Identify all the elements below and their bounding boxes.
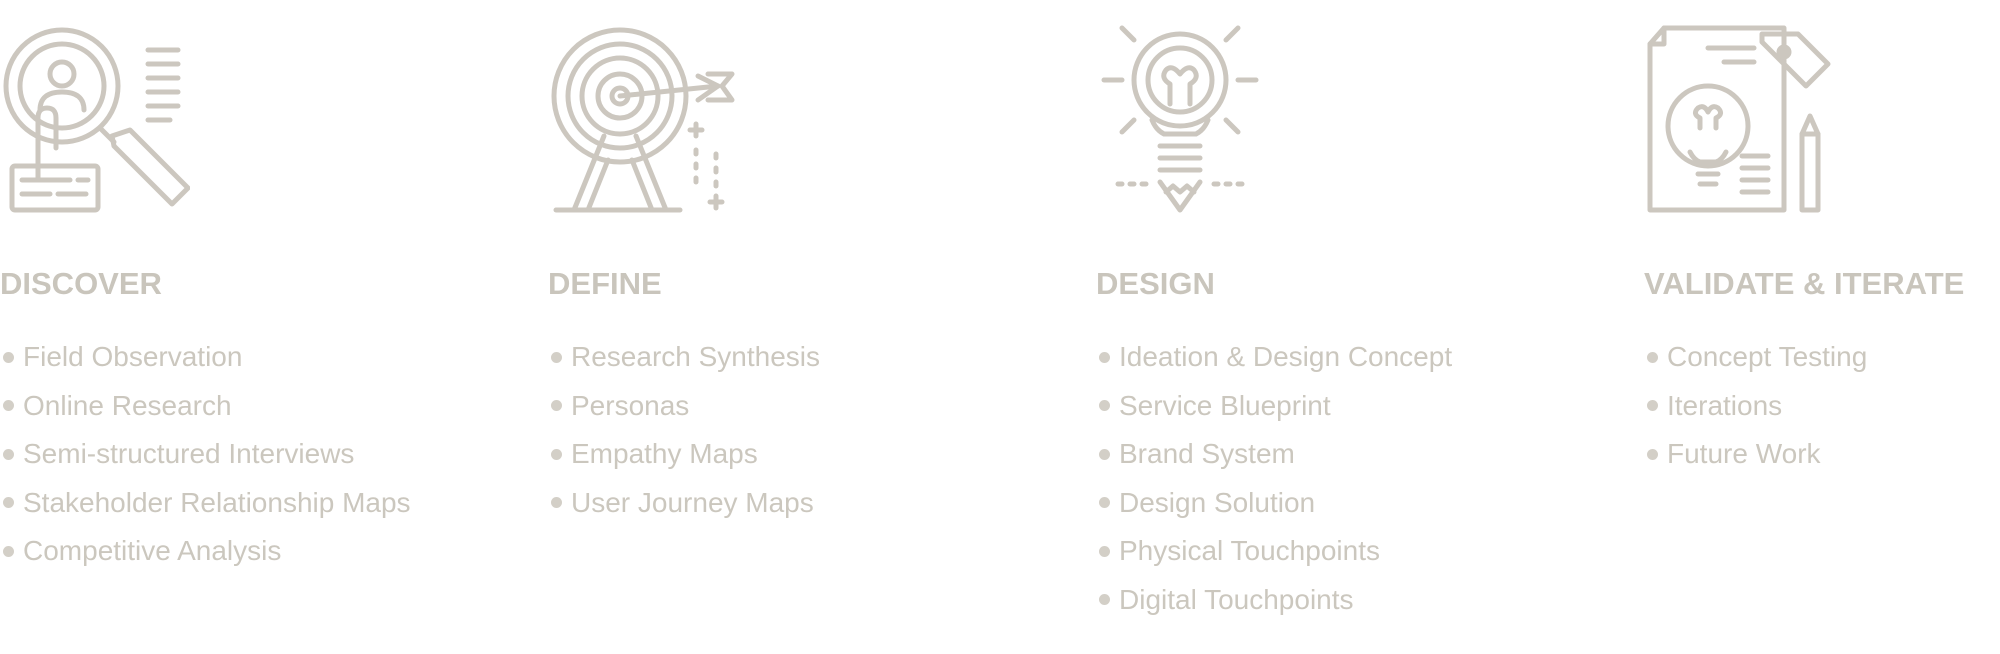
- list-item-label: Digital Touchpoints: [1119, 583, 1354, 615]
- bullet-dot: [1099, 400, 1110, 412]
- list-item: Semi-structured Interviews: [0, 430, 411, 479]
- list-item: Stakeholder Relationship Maps: [0, 479, 411, 528]
- list-item: Personas: [548, 382, 820, 431]
- list-item: Field Observation: [0, 333, 411, 382]
- bullet-dot: [3, 448, 14, 460]
- list-item-label: Field Observation: [23, 341, 243, 373]
- list-item: Competitive Analysis: [0, 527, 411, 576]
- column-design: DESIGN Ideation & Design Concept Service…: [1096, 0, 1566, 654]
- list-item-label: Service Blueprint: [1119, 389, 1331, 421]
- bullet-dot: [1099, 351, 1110, 363]
- list-item: Physical Touchpoints: [1096, 527, 1452, 576]
- column-title: DISCOVER: [0, 266, 162, 301]
- bullet-dot: [1099, 497, 1110, 509]
- document-lightbulb-icon: [1644, 24, 1834, 214]
- list-item-label: Personas: [571, 389, 690, 421]
- list-item: Online Research: [0, 382, 411, 431]
- list-item: Ideation & Design Concept: [1096, 333, 1452, 382]
- column-define: DEFINE Research Synthesis Personas Empat…: [548, 0, 1018, 654]
- list-item-label: Online Research: [23, 389, 232, 421]
- list-item-label: Iterations: [1667, 389, 1783, 421]
- list-item-label: Competitive Analysis: [23, 535, 282, 567]
- list-item-label: Research Synthesis: [571, 341, 821, 373]
- list-item-label: Semi-structured Interviews: [23, 438, 355, 470]
- bullet-dot: [551, 351, 562, 363]
- list-item: Future Work: [1644, 430, 1867, 479]
- activity-list: Research Synthesis Personas Empathy Maps…: [548, 333, 820, 527]
- list-item: Service Blueprint: [1096, 382, 1452, 431]
- list-item: Digital Touchpoints: [1096, 576, 1452, 625]
- column-title: DEFINE: [548, 266, 662, 301]
- lightbulb-pencil-icon: [1096, 24, 1286, 214]
- bullet-dot: [1099, 545, 1110, 557]
- activity-list: Ideation & Design Concept Service Bluepr…: [1096, 333, 1452, 624]
- bullet-dot: [3, 351, 14, 363]
- bullet-dot: [3, 545, 14, 557]
- bullet-dot: [1647, 400, 1658, 412]
- list-item-label: User Journey Maps: [571, 486, 814, 518]
- list-item: Design Solution: [1096, 479, 1452, 528]
- bullet-dot: [1647, 351, 1658, 363]
- list-item-label: Ideation & Design Concept: [1119, 341, 1453, 373]
- bullet-dot: [551, 400, 562, 412]
- list-item: Iterations: [1644, 382, 1867, 431]
- list-item-label: Physical Touchpoints: [1119, 535, 1380, 567]
- list-item-label: Stakeholder Relationship Maps: [23, 486, 411, 518]
- bullet-dot: [3, 497, 14, 509]
- column-validate-iterate: VALIDATE & ITERATE Concept Testing Itera…: [1644, 0, 2000, 654]
- list-item-label: Concept Testing: [1667, 341, 1868, 373]
- bullet-dot: [3, 400, 14, 412]
- bullet-dot: [1647, 448, 1658, 460]
- column-title: DESIGN: [1096, 266, 1215, 301]
- target-arrow-icon: [548, 24, 738, 214]
- column-title: VALIDATE & ITERATE: [1644, 266, 1965, 301]
- bullet-dot: [1099, 594, 1110, 606]
- list-item: User Journey Maps: [548, 479, 820, 528]
- list-item: Brand System: [1096, 430, 1452, 479]
- bullet-dot: [1099, 448, 1110, 460]
- list-item: Concept Testing: [1644, 333, 1867, 382]
- list-item-label: Future Work: [1667, 438, 1821, 470]
- list-item: Empathy Maps: [548, 430, 820, 479]
- activity-list: Concept Testing Iterations Future Work: [1644, 333, 1867, 479]
- list-item-label: Brand System: [1119, 438, 1295, 470]
- list-item-label: Empathy Maps: [571, 438, 758, 470]
- list-item: Research Synthesis: [548, 333, 820, 382]
- list-item-label: Design Solution: [1119, 486, 1316, 518]
- activity-list: Field Observation Online Research Semi-s…: [0, 333, 411, 576]
- bullet-dot: [551, 448, 562, 460]
- bullet-dot: [551, 497, 562, 509]
- column-discover: DISCOVER Field Observation Online Resear…: [0, 0, 470, 654]
- magnifier-user-icon: [0, 24, 190, 214]
